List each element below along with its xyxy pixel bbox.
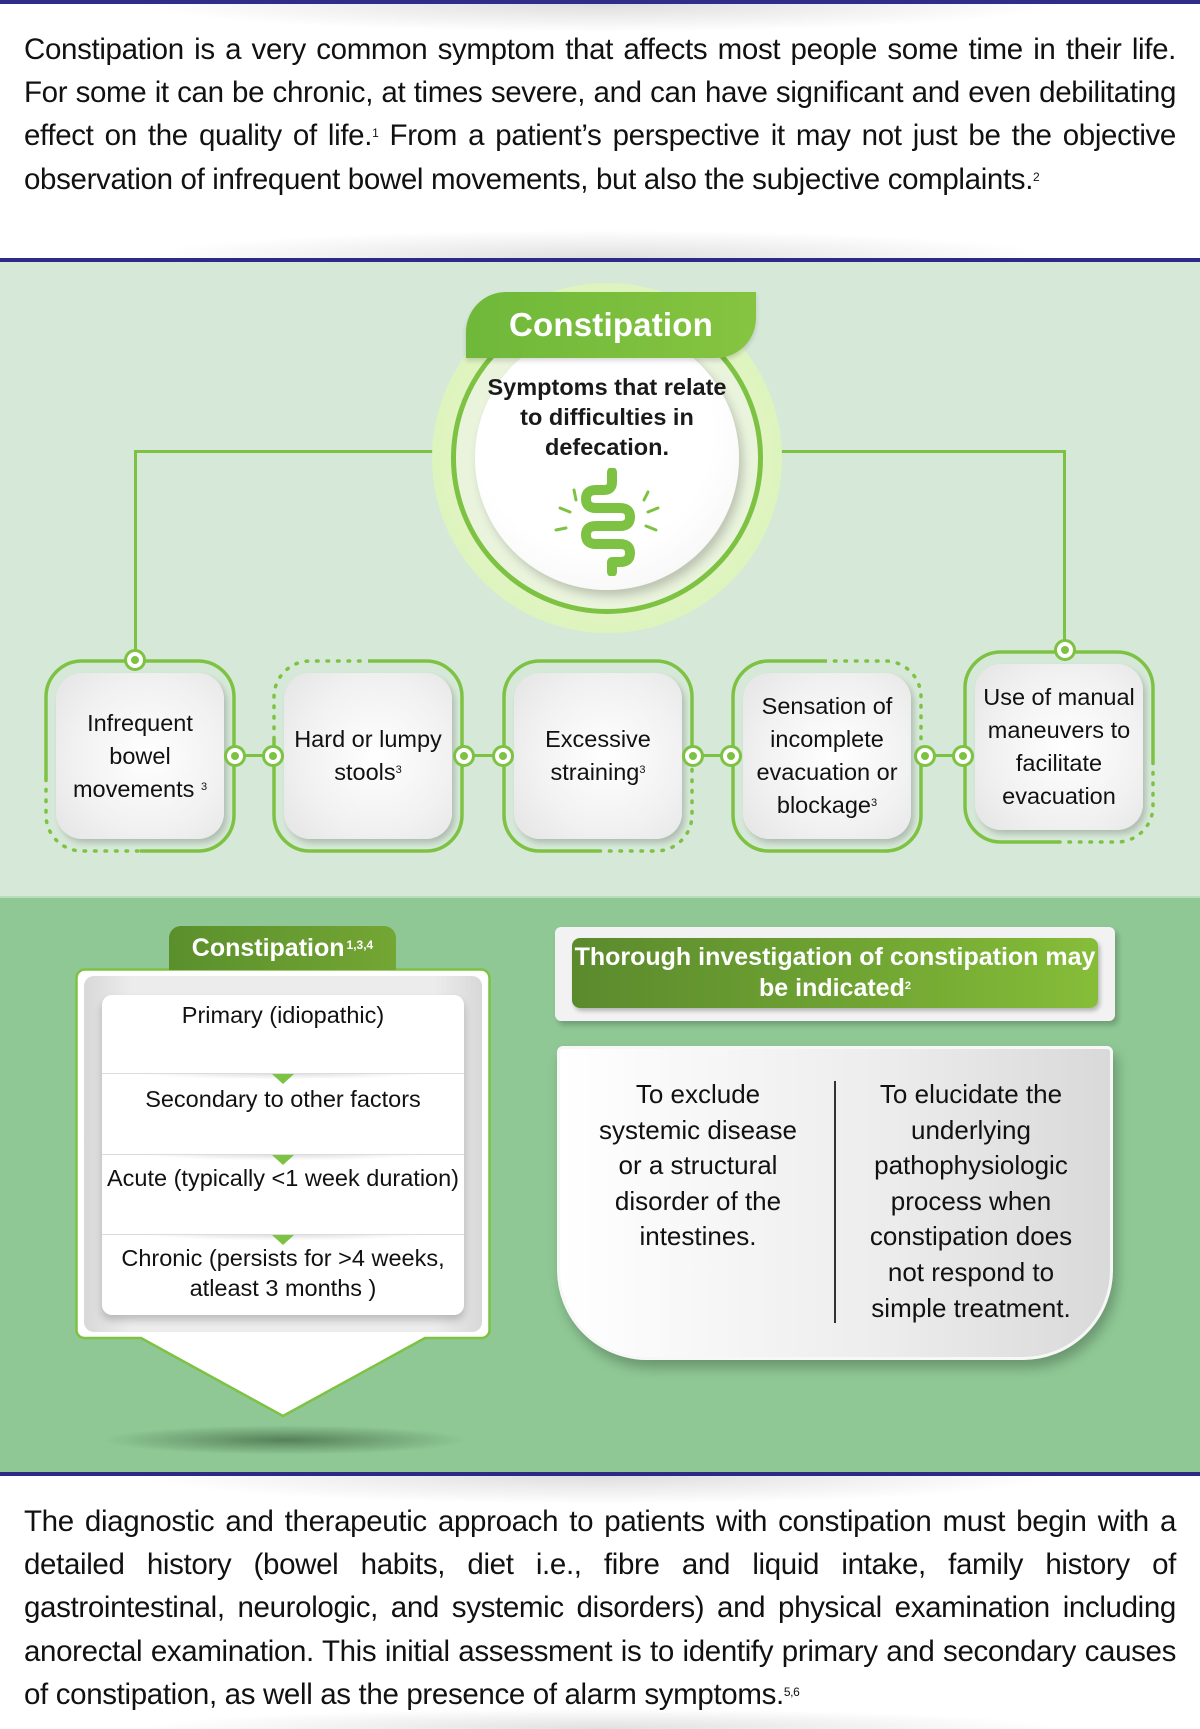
connector-node — [224, 745, 246, 767]
symptom-ref: 3 — [639, 764, 646, 776]
investigation-title: Thorough investigation of constipation m… — [574, 943, 1096, 1002]
down-arrow-icon — [272, 1155, 294, 1165]
box-outline — [502, 659, 694, 853]
connector-node — [952, 745, 974, 767]
intro-text-1: Constipation is a very common symptom th… — [24, 33, 1176, 153]
symptom-ref: 3 — [395, 764, 402, 776]
classification-item: Secondary to other factors — [145, 1086, 421, 1112]
intro-text-2: From a patient’s perspective it may not … — [24, 119, 1176, 196]
chain-link — [923, 754, 963, 757]
box-outline — [963, 650, 1155, 844]
investigation-ref: 2 — [904, 980, 911, 992]
intro-paragraph: Constipation is a very common symptom th… — [24, 28, 1176, 201]
connector-right-v — [1063, 450, 1066, 650]
classification-item: Primary (idiopathic) — [181, 1002, 385, 1028]
down-arrow-icon — [272, 1074, 294, 1084]
shadow-band — [0, 4, 1200, 44]
intro-ref-1: 1 — [372, 126, 379, 141]
connector-node — [492, 745, 514, 767]
connector-node — [453, 745, 475, 767]
symptom-box: Hard or lumpy stools3 — [272, 659, 464, 853]
connector-right-h — [780, 450, 1066, 453]
box-outline — [44, 659, 236, 853]
down-arrow-icon — [272, 1235, 294, 1245]
classification-item: Acute (typically <1 week duration) — [106, 1165, 460, 1191]
column-divider — [834, 1081, 836, 1323]
symptom-card: Infrequent bowel movements 3 — [56, 673, 224, 839]
section-divider — [0, 1472, 1200, 1476]
section-divider — [0, 258, 1200, 262]
classification-item: Chronic (persists for >4 weeks, atleast … — [121, 1245, 445, 1301]
symptom-label: Hard or lumpy stools — [294, 726, 442, 785]
symptom-label: Sensation of incomplete evacuation or bl… — [756, 693, 898, 818]
classification-title: Constipation — [191, 933, 345, 962]
symptom-ref: 3 — [200, 780, 208, 793]
top-rule — [0, 0, 1200, 4]
connector-left-v — [134, 450, 137, 658]
closing-text: The diagnostic and therapeutic approach … — [24, 1505, 1176, 1711]
connector-node — [720, 745, 742, 767]
connector-node — [914, 745, 936, 767]
box-outline — [731, 659, 923, 853]
chain-link — [464, 754, 502, 757]
chain-link — [236, 754, 272, 757]
symptom-box: Excessive straining3 — [502, 659, 694, 853]
symptom-card: Use of manual maneuvers to facilitate ev… — [975, 664, 1143, 830]
connector-left-h — [134, 450, 434, 453]
intro-ref-2: 2 — [1033, 169, 1040, 184]
investigation-reason: To exclude systemic disease or a structu… — [599, 1079, 797, 1252]
hub-description: Symptoms that relate to difficulties in … — [487, 374, 727, 460]
symptom-card: Excessive straining3 — [514, 673, 682, 839]
investigation-header: Thorough investigation of constipation m… — [572, 938, 1098, 1008]
symptom-ref: 3 — [870, 797, 878, 809]
symptom-box: Sensation of incomplete evacuation or bl… — [731, 659, 923, 853]
connector-node — [1054, 639, 1076, 661]
symptom-label: Excessive straining — [545, 726, 651, 785]
box-outline — [272, 659, 464, 853]
shadow-band — [0, 1700, 1200, 1729]
intestine-icon — [554, 468, 660, 576]
arrow-shadow — [100, 1425, 470, 1455]
connector-node — [262, 745, 284, 767]
symptom-label: Infrequent bowel movements — [72, 709, 195, 802]
shadow-band — [0, 1476, 1200, 1516]
symptom-box: Use of manual maneuvers to facilitate ev… — [963, 650, 1155, 844]
symptom-card: Sensation of incomplete evacuation or bl… — [743, 673, 911, 839]
closing-paragraph: The diagnostic and therapeutic approach … — [24, 1500, 1176, 1716]
connector-node — [124, 649, 146, 671]
symptom-card: Hard or lumpy stools3 — [284, 673, 452, 839]
symptom-box: Infrequent bowel movements 3 — [44, 659, 236, 853]
classification-refs: 1,3,4 — [346, 938, 374, 952]
hub-title-banner: Constipation — [466, 292, 756, 358]
shadow-band — [0, 218, 1200, 258]
connector-node — [682, 745, 704, 767]
symptom-label: Use of manual maneuvers to facilitate ev… — [983, 684, 1135, 809]
chain-link — [694, 754, 731, 757]
investigation-reason: To elucidate the underlying pathophysiol… — [869, 1079, 1073, 1323]
closing-ref: 5,6 — [783, 1684, 800, 1699]
hub-title: Constipation — [508, 306, 714, 343]
